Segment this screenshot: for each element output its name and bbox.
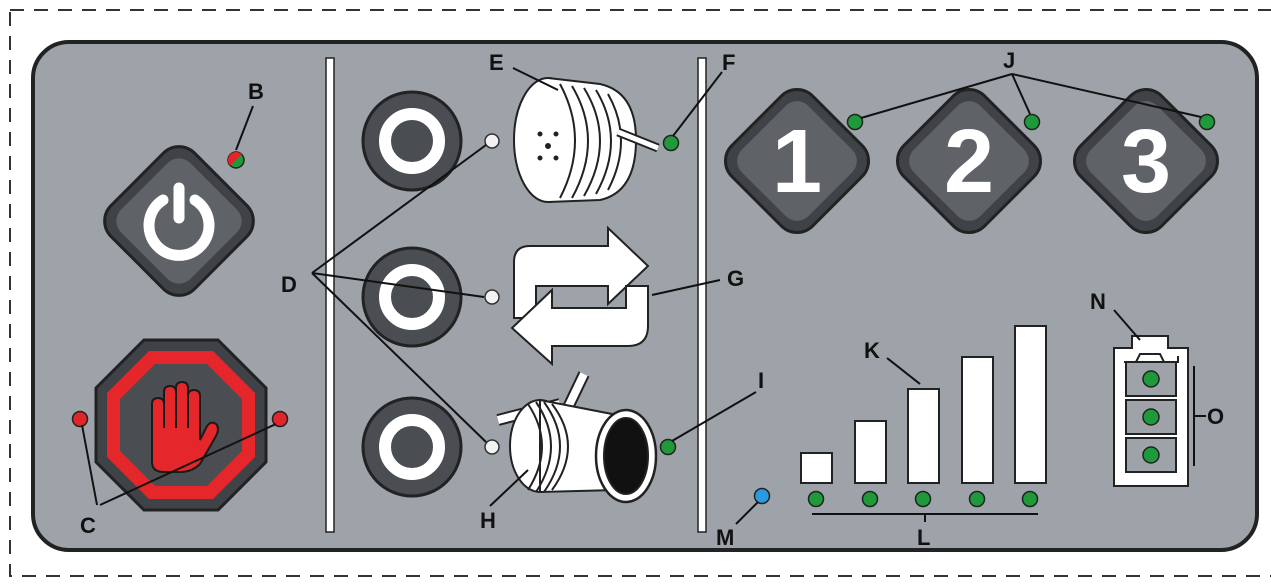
label-l: L xyxy=(917,525,930,550)
preset-button-2[interactable]: 2 xyxy=(888,80,1049,241)
led-blue xyxy=(753,487,771,505)
stop-hand-icon xyxy=(151,380,219,473)
stop-button[interactable] xyxy=(94,338,268,512)
leader-d-1 xyxy=(311,144,487,274)
battery-leds xyxy=(1142,370,1160,464)
stop-led-right xyxy=(271,410,289,428)
wire-feeder-icon xyxy=(496,371,658,504)
round-button-feeder[interactable] xyxy=(361,396,463,498)
level-meter xyxy=(800,325,1047,484)
led-preset-2 xyxy=(1023,113,1041,131)
leader-k xyxy=(886,357,921,385)
led-preset-1 xyxy=(846,113,864,131)
power-icon xyxy=(143,182,215,261)
leader-f xyxy=(672,71,723,137)
led-preset-3 xyxy=(1198,113,1216,131)
label-f: F xyxy=(722,50,735,75)
label-j: J xyxy=(1003,48,1015,73)
leader-b xyxy=(235,105,254,151)
separator-left xyxy=(325,57,335,533)
leader-e xyxy=(512,67,559,91)
level-bar-3 xyxy=(907,388,940,484)
label-c: C xyxy=(80,513,96,538)
leader-j-3 xyxy=(1011,73,1202,118)
label-e: E xyxy=(489,50,504,75)
label-n: N xyxy=(1090,289,1106,314)
led-spool-green xyxy=(662,134,680,152)
leader-c-2 xyxy=(99,423,277,506)
label-k: K xyxy=(864,338,880,363)
level-bar-4 xyxy=(961,356,994,484)
wire-spool-icon xyxy=(513,77,660,203)
preset-label-3: 3 xyxy=(1121,112,1171,212)
preset-button-1[interactable]: 1 xyxy=(716,80,877,241)
label-d: D xyxy=(281,272,297,297)
leader-h xyxy=(489,469,529,507)
leader-d-3 xyxy=(311,272,487,443)
round-button-spool[interactable] xyxy=(361,90,463,192)
label-i: I xyxy=(758,368,764,393)
separator-right xyxy=(697,57,707,533)
label-m: M xyxy=(716,525,734,550)
cycle-arrows-icon xyxy=(510,225,650,367)
level-bar-1 xyxy=(800,452,833,484)
leader-m xyxy=(735,501,759,525)
status-led-bicolor xyxy=(227,151,245,169)
round-button-cycle[interactable] xyxy=(361,246,463,348)
leader-i xyxy=(671,391,757,442)
dashed-frame xyxy=(9,9,1271,577)
label-b: B xyxy=(248,79,264,104)
leader-g xyxy=(651,279,721,296)
label-o: O xyxy=(1207,404,1224,429)
label-g: G xyxy=(727,266,744,291)
power-button[interactable] xyxy=(96,138,263,305)
leader-n xyxy=(1113,309,1141,341)
leader-c-1 xyxy=(81,424,98,506)
led-white-3 xyxy=(484,439,500,455)
preset-label-2: 2 xyxy=(944,112,994,212)
label-h: H xyxy=(480,508,496,533)
level-bar-2 xyxy=(854,420,887,484)
preset-label-1: 1 xyxy=(772,112,822,212)
level-bar-5 xyxy=(1014,325,1047,484)
led-white-2 xyxy=(484,289,500,305)
led-feeder-green xyxy=(659,438,677,456)
stop-led-left xyxy=(71,410,89,428)
leader-j-2 xyxy=(1011,73,1031,115)
leader-j-1 xyxy=(860,73,1013,119)
level-leds xyxy=(807,490,1039,508)
preset-button-3[interactable]: 3 xyxy=(1065,80,1226,241)
leader-d-2 xyxy=(311,272,485,298)
led-white-1 xyxy=(484,133,500,149)
